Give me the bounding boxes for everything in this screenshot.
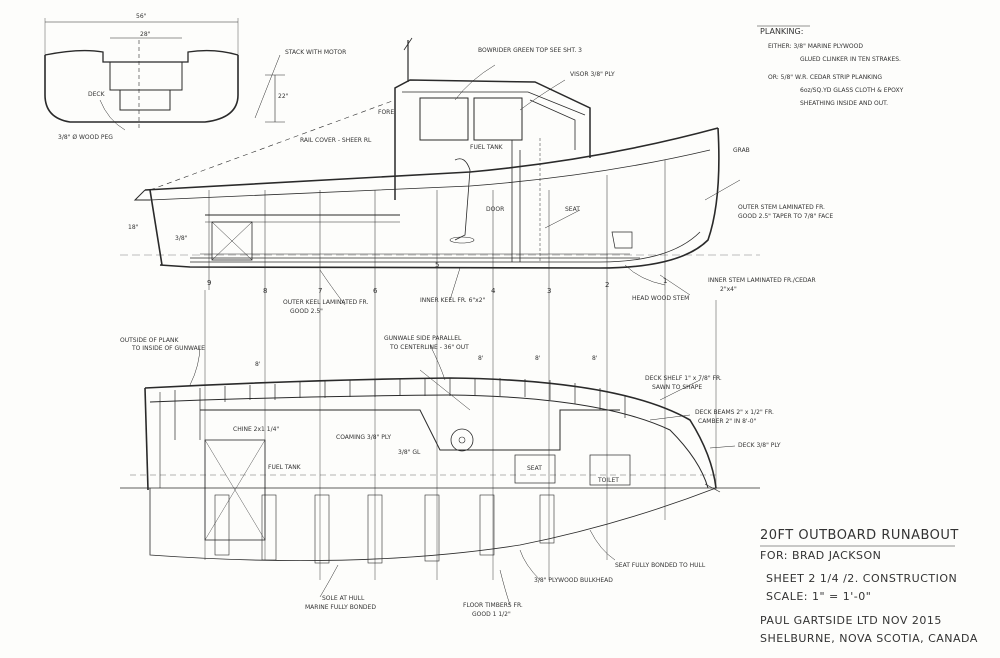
title-block-for: FOR: BRAD JACKSON [760,549,882,562]
plan-dim-a: 8' [478,355,484,362]
plan-deck-beams: DECK BEAMS 2" x 1/2" FR. [695,409,774,416]
cross-section [44,18,285,131]
section-keel-label: 3/8" Ø WOOD PEG [58,134,113,141]
profile-inner-keel: INNER KEEL FR. 6"x2" [420,297,486,304]
profile-fuel-tank: FUEL TANK [470,144,503,151]
plan-gunwale-label-2: TO CENTERLINE - 36" OUT [390,344,469,351]
planking-line-5: SHEATHING INSIDE AND OUT. [800,100,888,107]
title-block-designer: PAUL GARTSIDE LTD NOV 2015 [760,614,942,627]
profile-outer-keel-2: GOOD 2.5" [290,308,323,315]
plan-bulkhead: 3/8" PLYWOOD BULKHEAD [534,577,613,584]
station-2: 2 [605,281,610,289]
station-1: 1 [663,277,668,285]
plan-seat-fully: SEAT FULLY BONDED TO HULL [615,562,706,569]
planking-line-2: GLUED CLINKER IN TEN STRAKES. [800,56,901,63]
planking-line-4: 6oz/SQ.YD GLASS CLOTH & EPOXY [800,87,904,94]
station-7: 7 [318,287,323,295]
profile-visor: VISOR 3/8" PLY [570,71,615,78]
plan-fuel-tank: FUEL TANK [268,464,301,471]
plan-deck-ply: DECK 3/8" PLY [738,442,781,449]
profile-transom-small: 3/8" [175,235,188,242]
plan-dim-b: 8' [535,355,541,362]
plan-floor-timbers-2: GOOD 1 1/2" [472,611,511,618]
profile-fore: FORE [378,109,395,116]
station-3: 3 [547,287,552,295]
title-block-location: SHELBURNE, NOVA SCOTIA, CANADA [760,632,978,645]
section-dim-top: 56" [136,13,147,20]
section-deck-label: DECK [88,91,105,98]
plan-dim-d: 8' [255,361,261,368]
plan-chine: CHINE 2x1 1/4" [233,426,280,433]
profile-transom-dim: 18" [128,224,139,231]
section-dim-height: 22" [278,93,289,100]
plan-sole: SOLE AT HULL [322,595,365,602]
station-4: 4 [491,287,496,295]
profile-rail: RAIL COVER - SHEER RL [300,137,372,144]
profile-bowrider: BOWRIDER GREEN TOP SEE SHT. 3 [478,47,583,54]
station-5: 5 [435,261,440,269]
title-block-sheet: SHEET 2 1/4 /2. CONSTRUCTION [766,572,958,585]
plan-coaming: COAMING 3/8" PLY [336,434,392,441]
plan-view [120,369,760,564]
station-lines [204,290,717,580]
plan-deck-shelf: DECK SHELF 1" x 7/8" FR. [645,375,722,382]
plan-floor-timbers: FLOOR TIMBERS FR. [463,602,523,609]
station-6: 6 [373,287,378,295]
planking-line-3: OR: 5/8" W.R. CEDAR STRIP PLANKING [768,74,883,81]
profile-inner-stem: INNER STEM LAMINATED FR./CEDAR [708,277,816,284]
plan-sole-2: MARINE FULLY BONDED [305,604,376,611]
profile-view [120,37,760,300]
profile-head: HEAD WOOD STEM [632,295,690,302]
profile-seat: SEAT [565,206,580,213]
profile-outer-keel: OUTER KEEL LAMINATED FR. [283,299,369,306]
plan-dim-c: 8' [592,355,598,362]
plan-toilet: TOILET [598,477,619,484]
profile-outer-stem: OUTER STEM LAMINATED FR. [738,204,825,211]
plan-seat: SEAT [527,465,542,472]
profile-door: DOOR [486,206,505,213]
planking-line-1: EITHER: 3/8" MARINE PLYWOOD [768,43,863,50]
profile-grab: GRAB [733,147,750,154]
station-9: 9 [207,279,212,287]
plan-gunwale-label: GUNWALE SIDE PARALLEL [384,335,462,342]
leader-lines [189,54,741,606]
profile-inner-stem-2: 2"x4" [720,286,737,293]
plan-deck-beams-2: CAMBER 2" IN 8'-0" [698,418,757,425]
plan-inner-half: 3/8" GL [398,449,421,456]
plan-deck-shelf-2: SAWN TO SHAPE [652,384,703,391]
title-block-title: 20FT OUTBOARD RUNABOUT [760,528,959,543]
section-dim-inner: 28" [140,31,151,38]
plan-outside-plank: OUTSIDE OF PLANK [120,337,179,344]
profile-outer-stem-2: GOOD 2.5" TAPER TO 7/8" FACE [738,213,834,220]
planking-heading: PLANKING: [760,27,804,36]
profile-stack: STACK WITH MOTOR [285,49,347,56]
station-8: 8 [263,287,268,295]
plan-inside-gunwale: TO INSIDE OF GUNWALE [132,345,205,352]
title-block-scale: SCALE: 1" = 1'-0" [766,590,872,603]
